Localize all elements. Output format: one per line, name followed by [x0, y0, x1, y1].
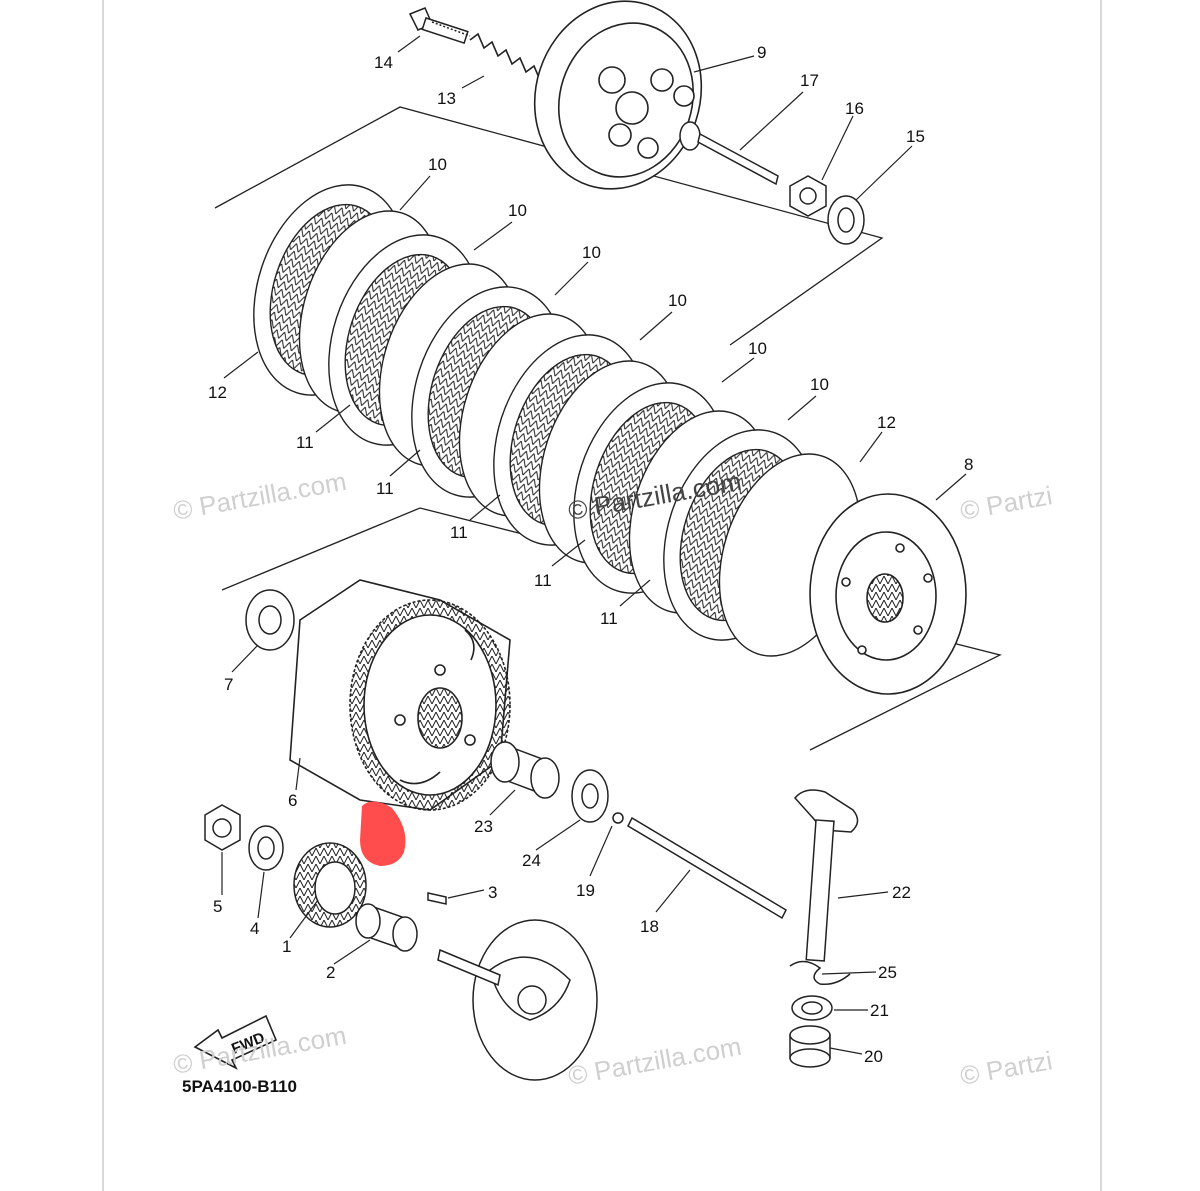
part-label: 14 [374, 53, 393, 72]
primary-drive-gear-1 [293, 842, 367, 928]
part-label: 10 [582, 243, 601, 262]
diagram-code: 5PA4100-B110 [182, 1077, 297, 1096]
part-label: 11 [450, 523, 468, 542]
nut-5 [204, 804, 241, 851]
leader-lines [221, 35, 967, 1055]
part-label: 10 [508, 201, 527, 220]
watermark: © Partzi [958, 480, 1055, 526]
part-label: 20 [864, 1047, 883, 1066]
part-label: 10 [428, 155, 447, 174]
watermark: © Partzilla.com [566, 1031, 744, 1091]
part-label: 6 [288, 791, 297, 810]
oil-seal-21 [791, 995, 833, 1021]
part-label: 25 [878, 963, 897, 982]
part-label: 1 [282, 937, 291, 956]
balancer-weight [437, 919, 598, 1081]
part-label: 21 [870, 1001, 889, 1020]
part-label: 17 [800, 71, 819, 90]
spring-13 [469, 32, 541, 81]
push-rod-18 [627, 816, 787, 920]
part-label: 8 [964, 455, 973, 474]
part-label: 23 [474, 817, 493, 836]
ball-19 [612, 812, 624, 824]
part-label: 12 [208, 383, 227, 402]
part-label: 18 [640, 917, 659, 936]
watermark: © Partzi [958, 1045, 1055, 1091]
part-label: 7 [224, 675, 233, 694]
clutch-housing-6 [289, 579, 511, 811]
part-label: 11 [296, 433, 314, 452]
part-label: 9 [757, 43, 766, 62]
pressure-plate-9 [533, 0, 703, 190]
clutch-boss-8 [809, 493, 967, 695]
part-label: 12 [877, 413, 896, 432]
nut-16 [789, 175, 827, 217]
part-label: 10 [748, 339, 767, 358]
key-3 [427, 892, 447, 905]
bolt-14 [408, 7, 471, 44]
washer-15 [827, 195, 865, 245]
thrust-washer-7 [245, 589, 295, 651]
push-lever-22 [794, 789, 859, 962]
part-label: 3 [488, 883, 497, 902]
part-label: 15 [906, 127, 925, 146]
part-label: 16 [845, 99, 864, 118]
part-label: 4 [250, 919, 259, 938]
bushing-2 [355, 903, 418, 952]
part-label: 11 [376, 479, 394, 498]
bearing-20 [789, 1025, 831, 1068]
push-rod-17 [679, 121, 779, 186]
part-label: 2 [326, 963, 335, 982]
part-label: 10 [668, 291, 687, 310]
spacer-23 [490, 741, 560, 799]
part-label: 24 [522, 851, 541, 870]
spring-25 [789, 960, 851, 986]
part-label: 11 [534, 571, 552, 590]
clutch-plate-stack [253, 184, 862, 657]
watermark: © Partzilla.com [171, 466, 349, 526]
part-label: 22 [892, 883, 911, 902]
highlight-mark [360, 801, 406, 866]
washer-4 [248, 825, 284, 871]
part-label: 11 [600, 609, 618, 628]
part-label: 10 [810, 375, 829, 394]
part-label: 5 [213, 897, 222, 916]
part-label: 13 [437, 89, 456, 108]
part-label: 19 [576, 881, 595, 900]
washer-24 [571, 769, 609, 823]
part-labels: 14 13 9 17 16 15 10 10 10 10 10 10 12 12… [208, 43, 973, 1066]
